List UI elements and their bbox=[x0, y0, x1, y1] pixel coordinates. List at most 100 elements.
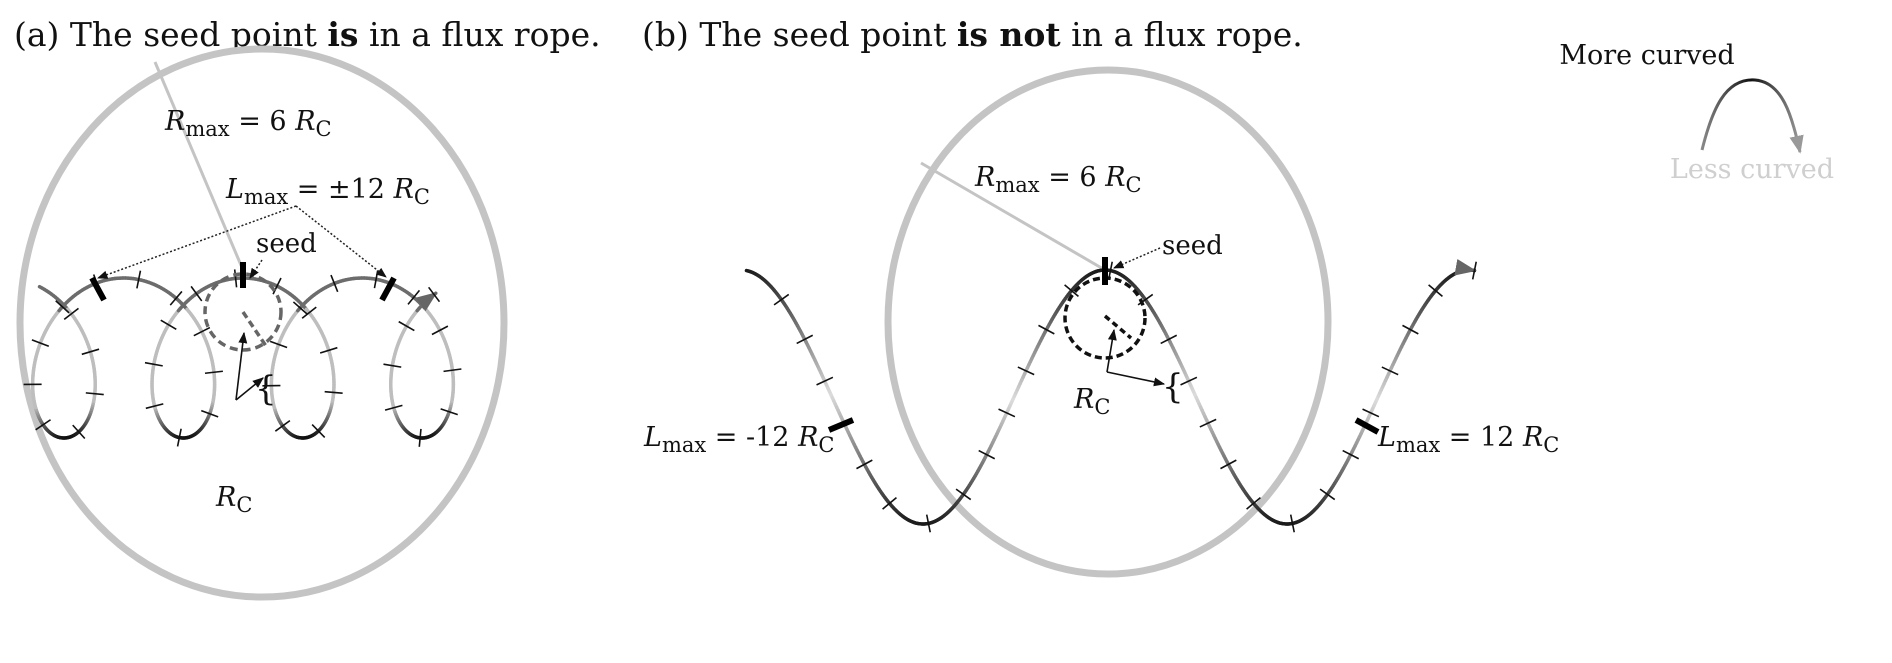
arc-length-tick bbox=[384, 404, 403, 411]
arc-length-tick bbox=[882, 496, 897, 510]
panel-b: { Rmax = 6 RC seed RC Lmax = -12 RC Lmax… bbox=[643, 66, 1559, 578]
arc-length-tick bbox=[72, 424, 86, 440]
arc-length-tick bbox=[272, 277, 282, 295]
field-line-b bbox=[744, 258, 1478, 533]
arc-length-tick bbox=[193, 326, 211, 337]
lmax-right-label-b: Lmax = 12 RC bbox=[1377, 422, 1559, 457]
rmax-circle-b bbox=[884, 66, 1332, 578]
arc-length-tick bbox=[190, 285, 203, 302]
seed-label-a: seed bbox=[256, 229, 317, 259]
arc-length-tick bbox=[925, 514, 932, 533]
lmax-marker-left-b bbox=[827, 417, 855, 433]
arc-length-tick bbox=[1180, 376, 1198, 386]
rc-arrow-brace-b bbox=[1106, 371, 1166, 387]
arc-length-tick bbox=[144, 361, 163, 367]
arc-length-tick bbox=[1017, 366, 1035, 376]
seed-arrow-b bbox=[1113, 247, 1161, 269]
arc-length-tick bbox=[1402, 324, 1419, 335]
arc-length-tick bbox=[63, 307, 79, 320]
arc-length-tick bbox=[418, 428, 422, 447]
arc-length-tick bbox=[383, 363, 402, 368]
panel-a: { Rmax = 6 RC Lmax = ±12 RC seed RC bbox=[16, 45, 508, 601]
curvature-radius-a bbox=[241, 311, 268, 347]
arc-length-tick bbox=[1471, 261, 1478, 280]
field-line-a bbox=[23, 269, 462, 447]
arc-length-tick bbox=[1064, 284, 1079, 298]
arc-length-tick bbox=[1246, 496, 1261, 510]
rc-label-a: RC bbox=[215, 482, 252, 517]
arc-length-tick bbox=[35, 419, 51, 431]
lmax-arrow-left-a bbox=[97, 205, 297, 279]
brace-a: { bbox=[255, 369, 277, 409]
arc-length-tick bbox=[440, 408, 458, 416]
rmax-radius-line-a bbox=[153, 61, 245, 271]
arc-length-tick bbox=[1428, 284, 1443, 298]
rc-arrow-center-a bbox=[235, 331, 248, 401]
arc-length-tick bbox=[773, 293, 790, 306]
panel-b-title: (b) The seed point is not in a flux rope… bbox=[642, 15, 1303, 54]
arc-length-tick bbox=[1038, 324, 1055, 335]
rmax-radius-line-b bbox=[920, 161, 1106, 272]
arc-length-tick bbox=[407, 289, 421, 305]
rmax-label-b: Rmax = 6 RC bbox=[974, 162, 1142, 197]
arc-length-tick bbox=[1107, 261, 1114, 280]
arc-length-tick bbox=[169, 290, 183, 306]
rmax-circle-a bbox=[16, 45, 508, 601]
rc-label-b: RC bbox=[1073, 384, 1110, 419]
lmax-marker-left-a bbox=[89, 276, 107, 302]
arc-length-tick bbox=[292, 301, 308, 315]
panel-a-title: (a) The seed point is in a flux rope. bbox=[14, 15, 601, 54]
curvature-legend: More curved Less curved bbox=[1559, 40, 1834, 185]
arc-length-tick bbox=[31, 339, 50, 347]
arc-length-tick bbox=[319, 346, 338, 354]
arc-length-tick bbox=[1342, 449, 1360, 460]
lmax-label-a: Lmax = ±12 RC bbox=[225, 174, 430, 209]
arc-length-tick bbox=[1220, 459, 1237, 470]
seed-label-b: seed bbox=[1162, 231, 1223, 261]
arc-length-tick bbox=[1289, 514, 1296, 533]
arc-length-tick bbox=[330, 274, 339, 293]
arc-length-tick bbox=[816, 376, 834, 386]
lmax-marker-right-b bbox=[1354, 417, 1380, 435]
arc-length-tick bbox=[176, 428, 182, 447]
brace-b: { bbox=[1162, 367, 1184, 407]
arc-length-tick bbox=[1381, 366, 1399, 376]
arc-length-tick bbox=[200, 409, 219, 418]
arc-length-tick bbox=[301, 306, 317, 319]
legend-less-curved: Less curved bbox=[1670, 154, 1834, 185]
rc-arrow-brace-a bbox=[235, 377, 264, 401]
arc-length-tick bbox=[856, 459, 873, 470]
arc-length-tick bbox=[398, 320, 415, 332]
arc-length-tick bbox=[269, 340, 288, 349]
arc-length-tick bbox=[204, 370, 223, 375]
arc-length-tick bbox=[955, 488, 972, 501]
arc-length-tick bbox=[160, 319, 177, 331]
arc-length-tick bbox=[1199, 418, 1217, 428]
arc-length-tick bbox=[1160, 334, 1178, 345]
arc-length-tick bbox=[1362, 408, 1380, 418]
legend-more-curved: More curved bbox=[1559, 40, 1734, 71]
rmax-label-a: Rmax = 6 RC bbox=[164, 106, 332, 141]
arc-length-tick bbox=[443, 368, 462, 373]
curvature-radius-b bbox=[1103, 314, 1133, 340]
arc-length-tick bbox=[274, 420, 291, 432]
arc-length-tick bbox=[145, 403, 164, 410]
curvature-circle-a bbox=[203, 272, 283, 352]
arc-length-tick bbox=[1319, 488, 1336, 501]
arc-length-tick bbox=[978, 449, 996, 460]
legend-curve-arrow bbox=[1700, 78, 1804, 154]
arc-length-tick bbox=[431, 325, 449, 336]
arc-length-tick bbox=[311, 423, 326, 438]
arc-length-tick bbox=[796, 334, 814, 345]
arc-length-tick bbox=[427, 286, 441, 303]
arc-length-tick bbox=[55, 300, 70, 314]
arc-length-tick bbox=[81, 348, 100, 356]
lmax-arrow-right-a bbox=[295, 205, 387, 278]
arc-length-tick bbox=[324, 390, 343, 394]
arc-length-tick bbox=[85, 392, 104, 396]
arc-length-tick bbox=[233, 269, 238, 288]
rc-arrow-center-b bbox=[1106, 328, 1117, 373]
lmax-marker-right-a bbox=[379, 276, 397, 302]
arc-length-tick bbox=[136, 270, 142, 289]
